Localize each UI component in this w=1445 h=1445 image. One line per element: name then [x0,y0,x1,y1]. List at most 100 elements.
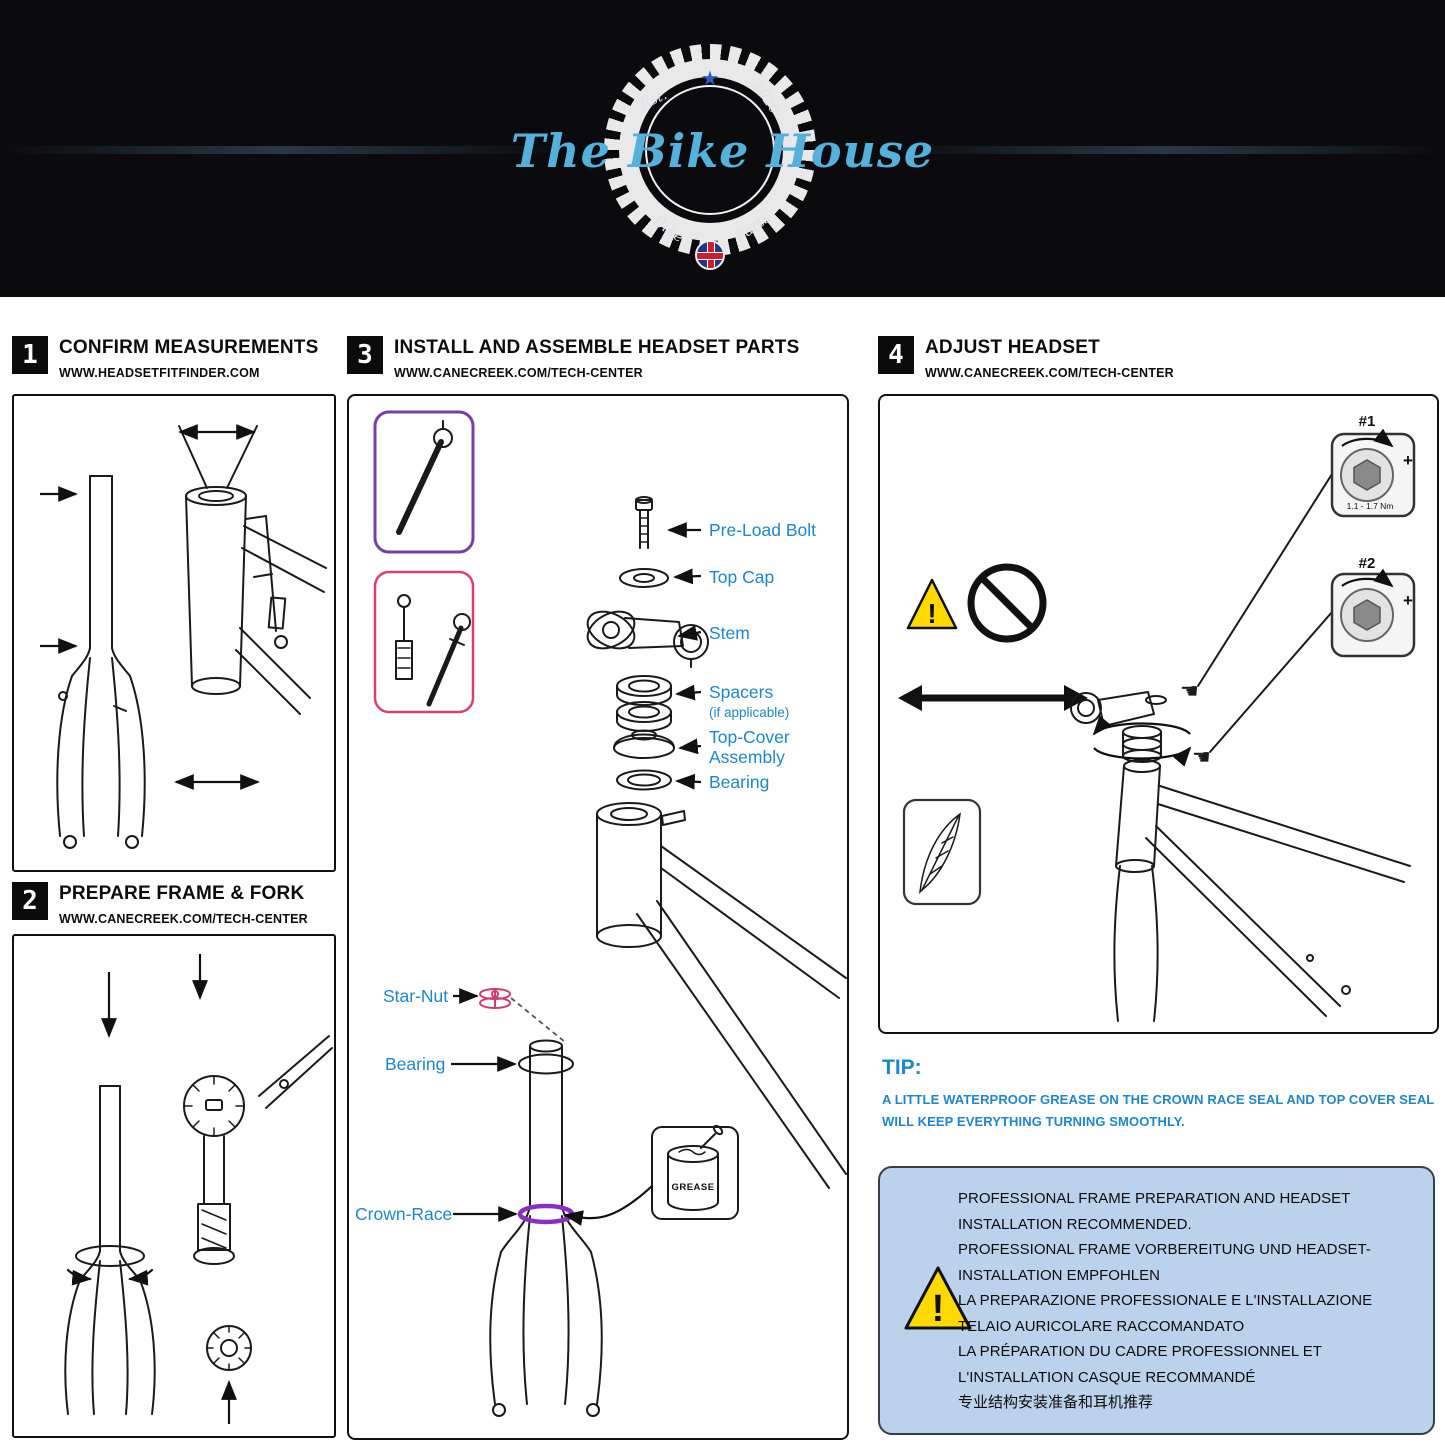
label-top-cover: Top-Cover [709,727,790,747]
tool-1-label: #1 [1359,413,1376,430]
exploded-headset-diagram: GREASE Pre-Load Bolt Top Cap Stem Spacer… [355,410,847,1417]
grease-apply-arrow [563,1185,653,1226]
lower-bearing-part [518,1053,574,1075]
section-1-number: 1 [12,336,48,374]
notice-line: 专业结构安装准备和耳机推荐 [958,1394,1154,1411]
no-side-play-arrow [898,685,1088,711]
label-top-cap: Top Cap [709,567,774,587]
section-3-title: INSTALL AND ASSEMBLE HEADSET PARTS [394,337,800,358]
preload-bolt-part [635,496,653,549]
panel-confirm-measurements [12,394,336,872]
svg-text:!: ! [927,598,936,629]
svg-text:!: ! [932,1288,945,1330]
section-2-title: PREPARE FRAME & FORK [59,883,305,904]
frame-tube-stub [258,1035,333,1109]
banner-streak-right [880,146,1445,154]
top-cap-part [619,568,669,588]
cup-press-tool [183,1075,245,1265]
section-2-number: 2 [12,882,48,920]
notice-line: PROFESSIONAL FRAME VORBEREITUNG UND HEAD… [958,1241,1371,1258]
hex-tool-2: #2 + [1330,555,1416,658]
spacers-part [616,675,672,732]
star-icon: ★ [701,68,719,90]
section-4-header: 4 ADJUST HEADSET WWW.CANECREEK.COM/TECH-… [878,336,1435,380]
notice-line: LA PREPARAZIONE PROFESSIONALE E L'INSTAL… [958,1292,1373,1309]
stem-part [586,610,709,668]
grease-can: GREASE [651,1124,739,1220]
section-1-header: 1 CONFIRM MEASUREMENTS WWW.HEADSETFITFIN… [12,336,334,380]
label-stem: Stem [709,623,750,643]
warning-triangle-icon: ! [904,1266,972,1330]
tool-box-purple [373,410,475,554]
width-measure-arrows [174,424,260,790]
star-nut-part [479,988,511,1009]
label-preload-bolt: Pre-Load Bolt [709,520,816,540]
section-4-url: WWW.CANECREEK.COM/TECH-CENTER [925,365,1174,380]
frame-head-tube [596,802,847,1189]
section-1-url: WWW.HEADSETFITFINDER.COM [59,365,260,380]
warning-triangle-icon: ! [906,578,958,630]
label-spacers: Spacers [709,682,773,702]
label-assembly: Assembly [709,747,785,767]
tool-2-label: #2 [1359,555,1376,572]
section-1-title: CONFIRM MEASUREMENTS [59,337,319,358]
notice-line: PROFESSIONAL FRAME PREPARATION AND HEADS… [958,1190,1351,1207]
section-4-title: ADJUST HEADSET [925,337,1100,358]
tip-heading: TIP: [882,1056,922,1079]
plus-icon: + [1403,591,1413,610]
uk-flag-icon [695,240,725,270]
fork-drawing [64,1085,156,1415]
section-4-number: 4 [878,336,914,374]
label-crown-race: Crown-Race [355,1204,452,1224]
label-spacers-note: (if applicable) [709,705,789,720]
tip-line-2: WILL KEEP EVERYTHING TURNING SMOOTHLY. [882,1114,1185,1129]
top-cover-part [613,729,675,759]
rotate-cw-arrow-icon [1341,428,1394,448]
brand-logo: ★ Est. 2020 Bike Parts [604,44,816,270]
notice-line: INSTALLATION EMPFOHLEN [958,1266,1160,1284]
section-2-url: WWW.CANECREEK.COM/TECH-CENTER [59,911,308,926]
hex-tool-1: #1 + 1.1 - 1.7 Nm [1330,413,1416,518]
label-arrows [451,522,702,1222]
notice-text: PROFESSIONAL FRAME PREPARATION AND HEADS… [958,1186,1418,1416]
section-3-number: 3 [347,336,383,374]
notice-line: INSTALLATION RECOMMENDED. [958,1215,1192,1233]
rotate-cw-arrow-icon [1341,568,1394,588]
rotate-steerer-arrows [1092,715,1192,767]
banner-streak-left [0,146,560,154]
prepare-diagram [64,954,333,1424]
star-nut-guide-line [510,997,566,1043]
grease-can-label: GREASE [671,1182,714,1193]
pointing-hand-icon: ☚ [1180,679,1199,703]
tool-1-torque: 1.1 - 1.7 Nm [1347,501,1394,511]
section-3-header: 3 INSTALL AND ASSEMBLE HEADSET PARTS WWW… [347,336,845,380]
label-bearing-upper: Bearing [709,772,769,792]
caliper-icon [245,515,288,649]
splined-cup-tool [206,1325,252,1371]
press-direction-arrows [101,954,237,1424]
header-banner: ★ Est. 2020 Bike Parts The Bike House [0,0,1445,297]
adjust-headset-diagram: #1 + 1.1 - 1.7 Nm #2 + ! [898,413,1416,1022]
pointing-hand-icon: ☚ [1192,745,1211,769]
panel-install-assemble: GREASE Pre-Load Bolt Top Cap Stem Spacer… [347,394,849,1440]
fork-drawing [56,475,146,849]
tip-line-1: A LITTLE WATERPROOF GREASE ON THE CROWN … [882,1092,1435,1107]
crown-race-press-ring [66,1245,154,1286]
professional-installation-notice: ! PROFESSIONAL FRAME PREPARATION AND HEA… [878,1166,1435,1435]
panel-prepare-frame-fork [12,934,336,1438]
brand-wordmark: The Bike House [510,124,935,178]
measurement-diagram [40,424,327,849]
section-2-header: 2 PREPARE FRAME & FORK WWW.CANECREEK.COM… [12,882,334,926]
notice-line: L'INSTALLATION CASQUE RECOMMANDÉ [958,1368,1256,1386]
panel-adjust-headset: #1 + 1.1 - 1.7 Nm #2 + ! [878,394,1439,1034]
plus-icon: + [1403,451,1413,470]
head-tube-drawing [178,425,327,715]
label-star-nut: Star-Nut [383,986,448,1006]
section-3-url: WWW.CANECREEK.COM/TECH-CENTER [394,365,643,380]
notice-line: TELAIO AURICOLARE RACCOMANDATO [958,1317,1245,1335]
notice-line: LA PRÉPARATION DU CADRE PROFESSIONNEL ET [958,1343,1322,1360]
steerer-measure-arrows [40,486,78,654]
light-touch-feather-icon [902,798,982,906]
tool-box-pink [373,570,475,714]
